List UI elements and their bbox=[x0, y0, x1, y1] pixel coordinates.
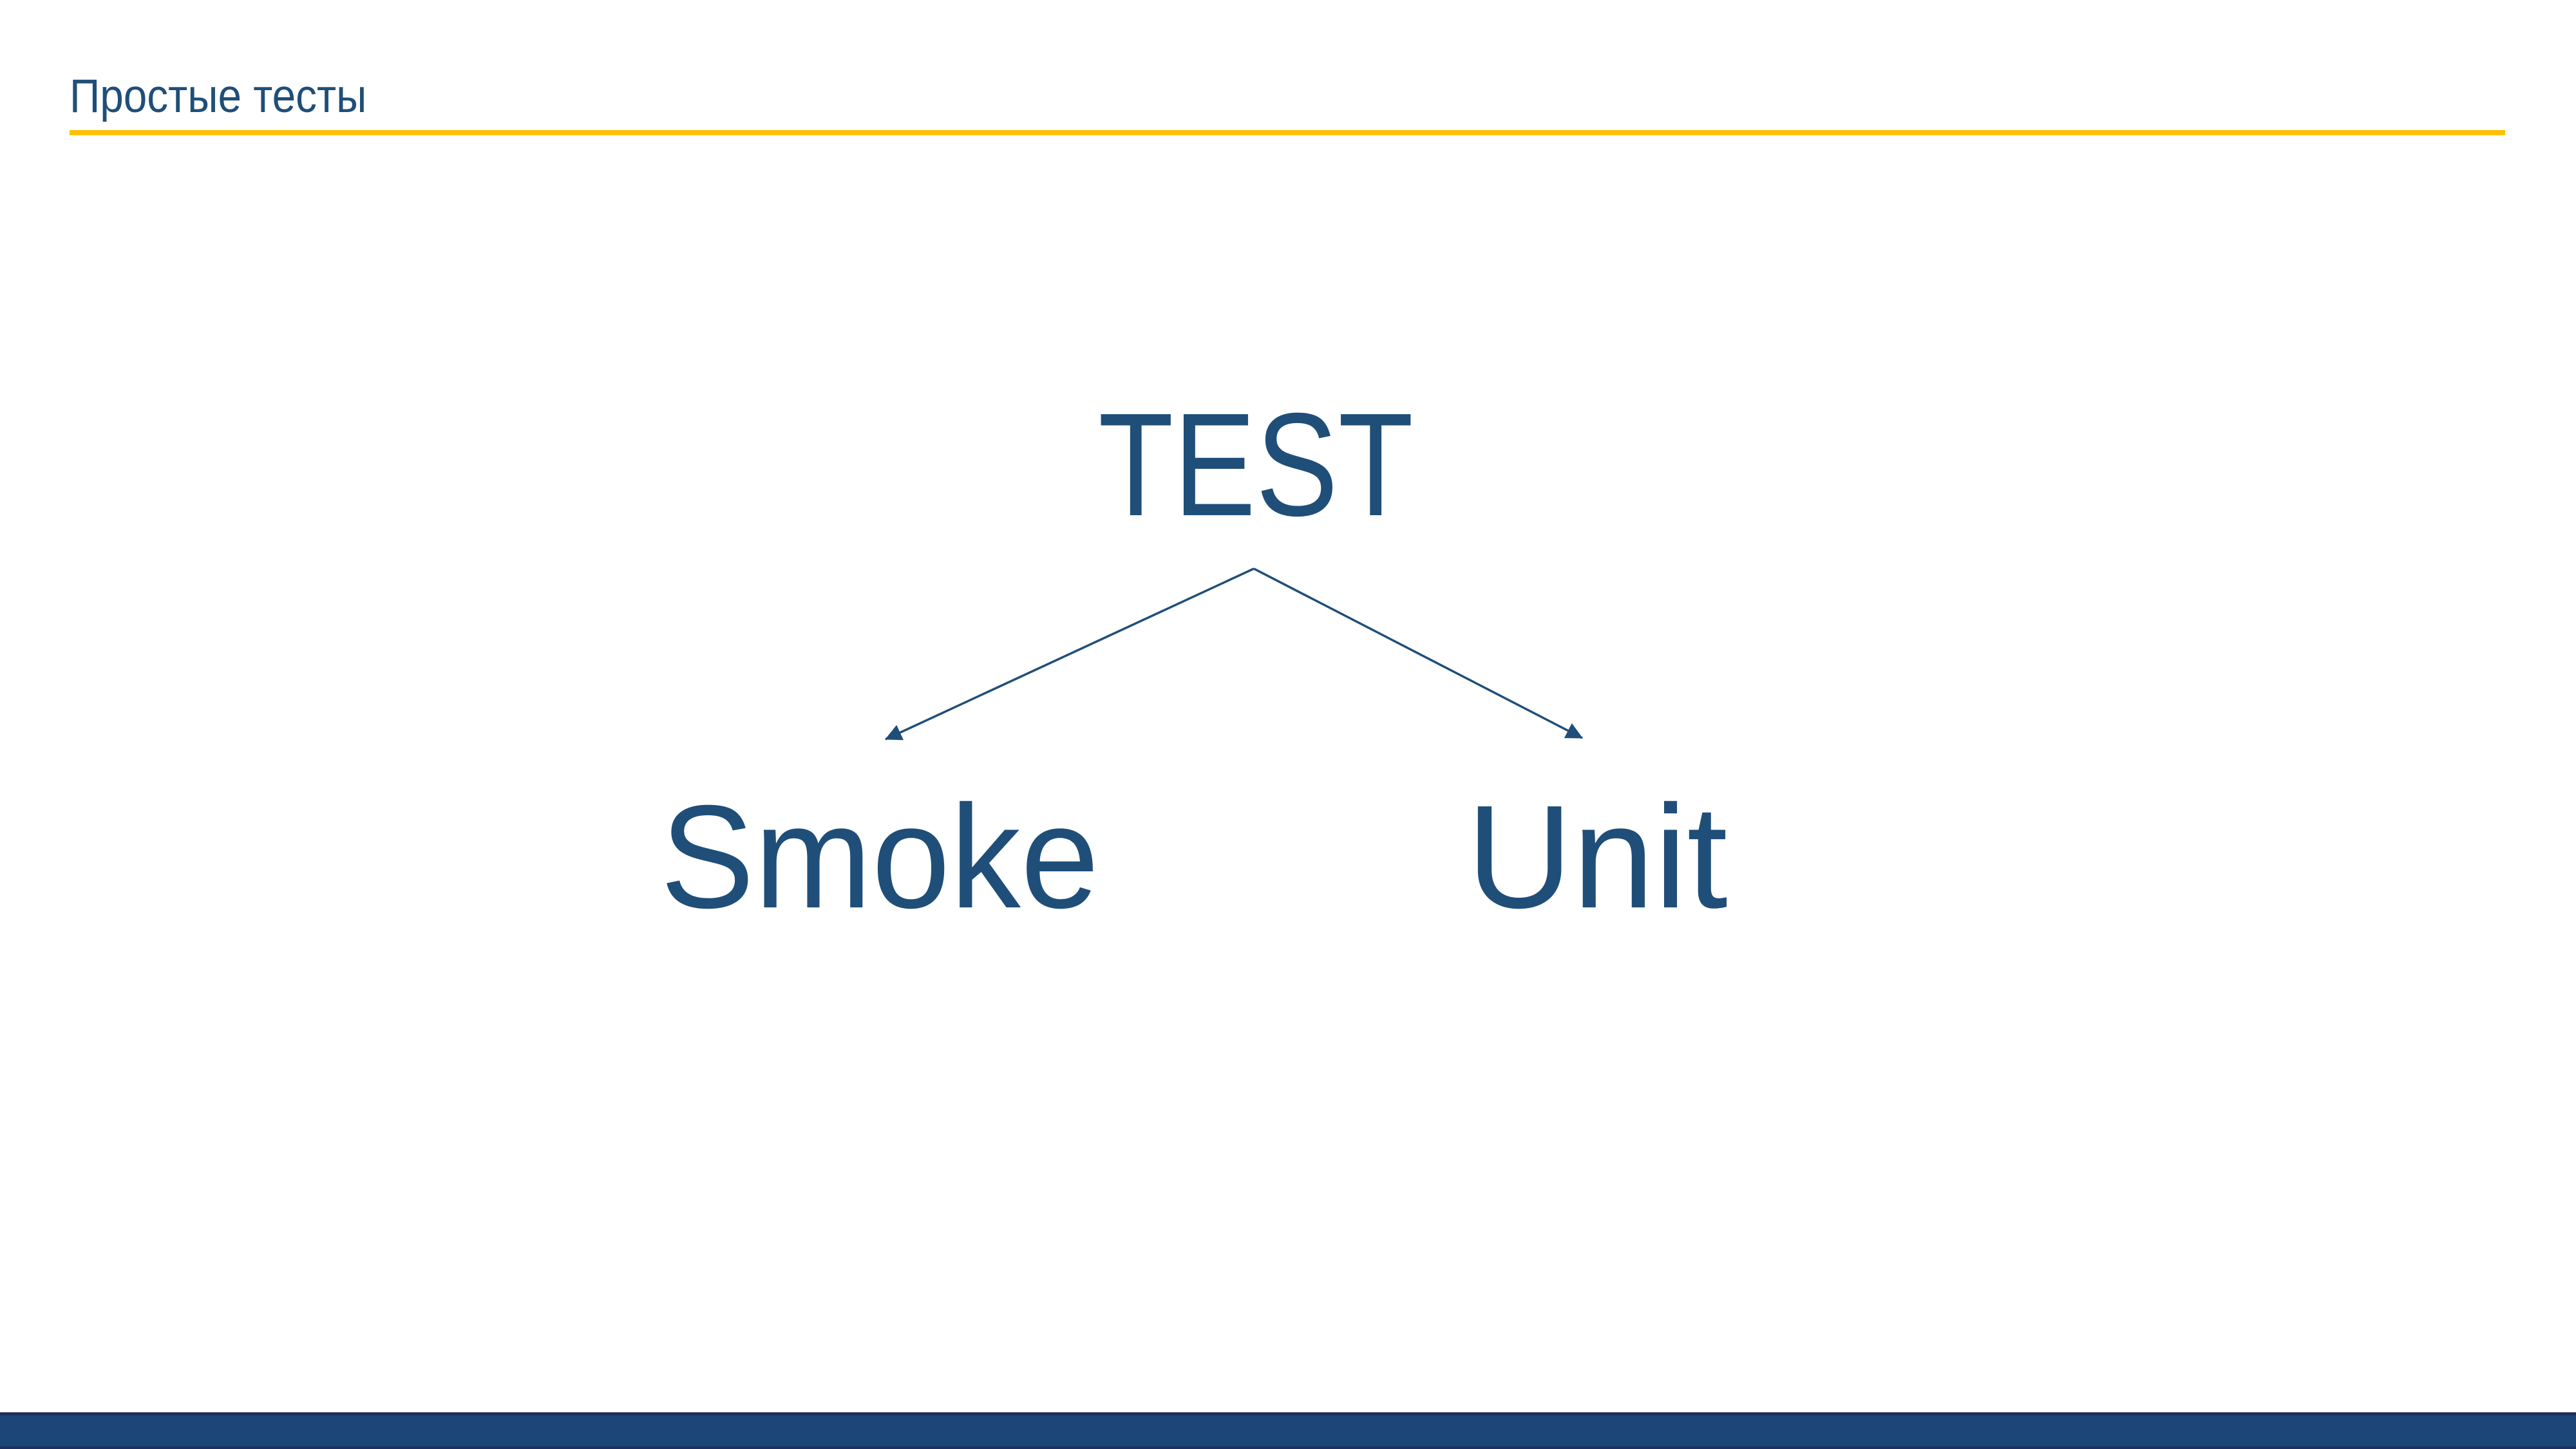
footer-bar bbox=[0, 1412, 2576, 1449]
node-test: TEST bbox=[1098, 383, 1414, 547]
arrow-to-unit bbox=[1253, 567, 1583, 739]
node-smoke: Smoke bbox=[660, 775, 1099, 939]
node-unit: Unit bbox=[1466, 775, 1728, 939]
arrow-to-smoke bbox=[885, 567, 1255, 741]
page-title: Простые тесты bbox=[70, 70, 367, 122]
title-underline-rule bbox=[70, 130, 2505, 135]
